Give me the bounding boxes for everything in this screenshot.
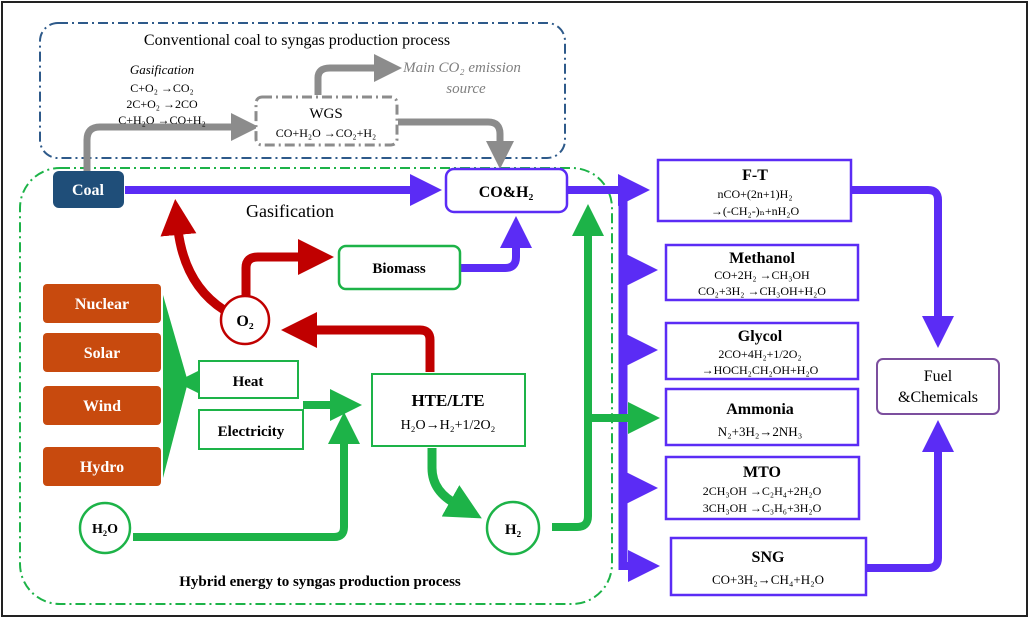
heat-label: Heat xyxy=(233,374,264,390)
product-sng-eq1: CO+3H₂→CH₄+H₂O xyxy=(712,572,824,587)
product-ft-eq2: →(-CH₂-)ₙ+nH₂O xyxy=(711,204,800,218)
hte-to-h2-arrow xyxy=(427,448,482,519)
source-hydro-box xyxy=(43,447,161,486)
wgs-to-emission-arrow xyxy=(314,54,402,95)
product-ft-box xyxy=(656,158,853,223)
product-methanol-box xyxy=(664,243,860,302)
conventional-title: Conventional coal to syngas production p… xyxy=(144,32,450,49)
emission-label-line2: source xyxy=(446,81,486,97)
sources-to-heat-arrow xyxy=(176,370,200,394)
hte-to-o2-arrow xyxy=(281,312,435,372)
syngas-box xyxy=(444,167,569,214)
source-wind-label: Wind xyxy=(83,398,121,415)
wgs-title: WGS xyxy=(309,106,342,122)
biomass-label: Biomass xyxy=(372,261,426,277)
wgs-to-syngas-arrow xyxy=(398,118,514,169)
product-sng-title: SNG xyxy=(752,549,785,566)
product-ammonia-title: Ammonia xyxy=(726,401,794,418)
biomass-box xyxy=(337,244,462,291)
electricity-box xyxy=(198,409,304,450)
syngas-label: CO&H₂ xyxy=(479,184,534,201)
emission-label-line1: Main CO₂ emission xyxy=(402,60,521,76)
product-mto-eq2: 3CH₃OH →C₃H₆+3H₂O xyxy=(703,501,822,515)
source-nuclear-label: Nuclear xyxy=(75,296,129,313)
o2-to-gasification-arrow xyxy=(160,199,227,314)
gasification-eq-title: Gasification xyxy=(130,62,194,77)
gasification-eq1: C+O₂ →CO₂ xyxy=(130,81,193,95)
coal-label: Coal xyxy=(72,182,105,199)
product-mto-title: MTO xyxy=(743,464,781,481)
hybrid-region xyxy=(19,167,613,605)
source-solar-label: Solar xyxy=(84,345,120,362)
product-ammonia-eq1: N₂+3H₂→2NH₃ xyxy=(718,424,802,439)
coal-box xyxy=(53,171,124,208)
product-glycol-title: Glycol xyxy=(738,328,783,345)
wgs-box xyxy=(254,95,399,147)
product-glycol-eq1: 2CO+4H₂+1/2O₂ xyxy=(718,347,801,361)
biomass-to-syngas-arrow xyxy=(460,216,532,272)
fuel-line1: Fuel xyxy=(924,368,953,385)
product-ft-eq1: nCO+(2n+1)H₂ xyxy=(717,187,792,201)
source-hydro-label: Hydro xyxy=(80,459,124,476)
sources-collector xyxy=(163,295,188,478)
product-methanol-eq2: CO₂+3H₂ →CH₃OH+H₂O xyxy=(698,284,826,298)
hte-box xyxy=(371,373,526,447)
h2-label: H₂ xyxy=(505,522,522,538)
source-solar-box xyxy=(43,333,161,372)
gasification-eq2: 2C+O₂ →2CO xyxy=(126,97,198,111)
product-glycol-eq2: →HOCH₂CH₂OH+H₂O xyxy=(702,363,819,377)
source-nuclear-box xyxy=(43,284,161,323)
product-mto-box xyxy=(664,455,861,521)
coal-to-wgs-arrow xyxy=(83,113,259,178)
fuel-box xyxy=(876,358,1000,415)
sng-to-fuel-arrow xyxy=(866,420,954,572)
h2-node xyxy=(485,500,541,556)
o2-node xyxy=(219,294,271,346)
ft-to-fuel-arrow xyxy=(852,186,954,348)
gasification-label: Gasification xyxy=(246,201,334,221)
product-ammonia-box xyxy=(664,387,860,447)
h2o-node xyxy=(78,501,132,555)
conventional-region xyxy=(39,22,566,159)
hte-equation: H₂O→H₂+1/2O₂ xyxy=(401,418,496,433)
electricity-label: Electricity xyxy=(218,424,285,440)
wgs-equation: CO+H₂O →CO₂+H₂ xyxy=(276,126,376,140)
source-wind-box xyxy=(43,386,161,425)
hte-title: HTE/LTE xyxy=(411,391,484,410)
product-sng-box xyxy=(669,536,868,597)
product-methanol-eq1: CO+2H₂ →CH₃OH xyxy=(714,268,810,282)
h2-to-syngas-arrow xyxy=(552,204,604,531)
o2-to-biomass-arrow xyxy=(241,239,334,296)
o2-label: O₂ xyxy=(236,313,253,330)
heat-box xyxy=(198,360,299,399)
product-mto-eq1: 2CH₃OH →C₂H₄+2H₂O xyxy=(703,484,822,498)
hybrid-title: Hybrid energy to syngas production proce… xyxy=(179,574,461,590)
fuel-line2: &Chemicals xyxy=(898,389,978,406)
h2o-to-hte-arrow xyxy=(133,412,360,541)
gasification-eq3: C+H₂O →CO+H₂ xyxy=(118,113,206,127)
product-ft-title: F-T xyxy=(742,167,768,184)
product-glycol-box xyxy=(664,321,860,381)
product-methanol-title: Methanol xyxy=(729,250,795,267)
h2o-label: H₂O xyxy=(92,522,118,537)
